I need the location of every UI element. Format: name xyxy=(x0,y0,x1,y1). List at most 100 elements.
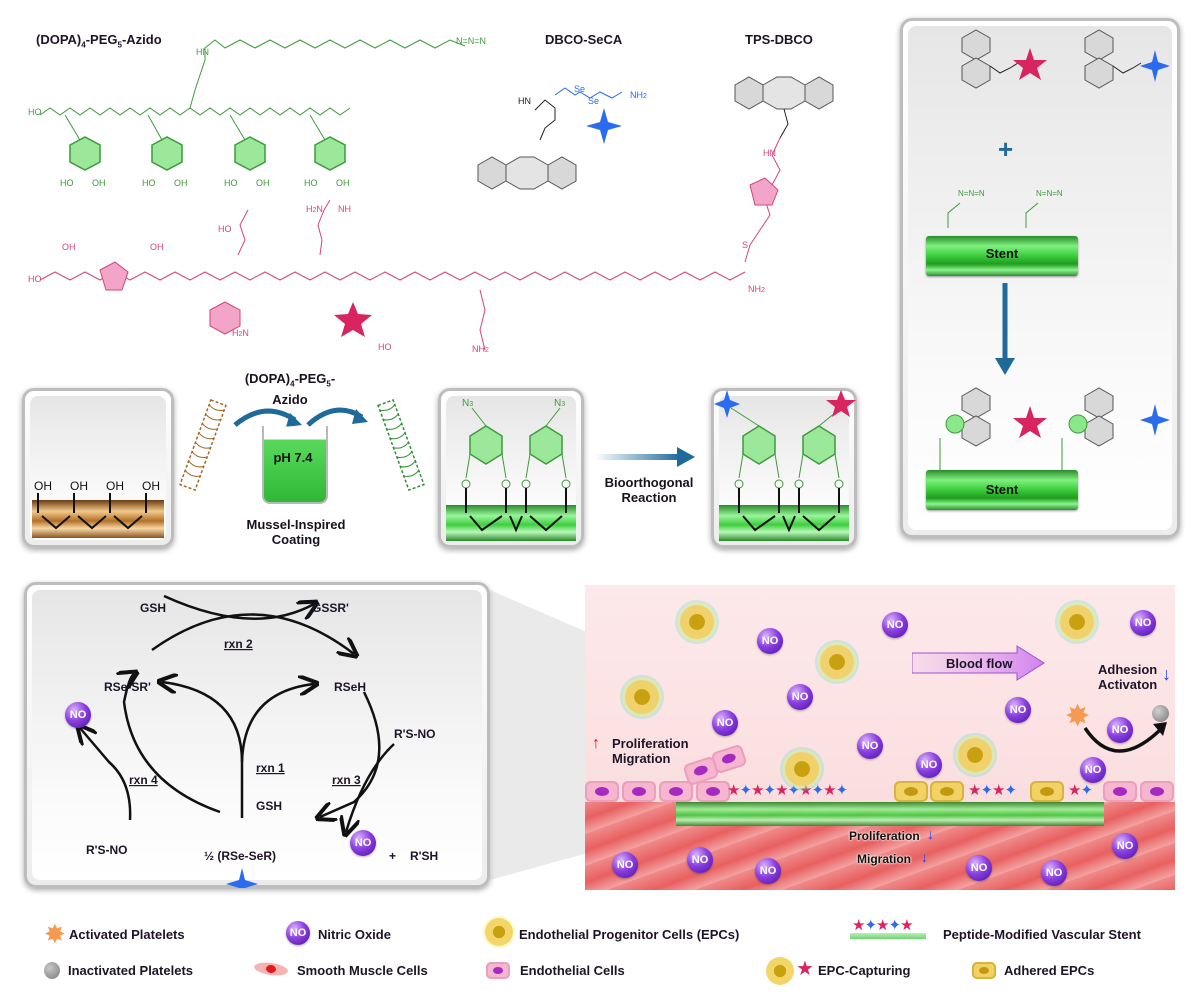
legend-label: Adhered EPCs xyxy=(1004,963,1095,978)
adhesion-activation-label: Adhesion Activaton xyxy=(1098,662,1157,692)
cycle-rxn2: rxn 2 xyxy=(224,637,253,651)
reagent-label-line1: (DOPA)4-PEG5- xyxy=(244,371,336,389)
adhered-epc-icon xyxy=(972,962,996,979)
svg-text:HO: HO xyxy=(378,342,392,352)
blue-star-icon xyxy=(1140,50,1170,82)
nitric-oxide-icon: NO xyxy=(1041,860,1067,886)
nitric-oxide-icon: NO xyxy=(755,858,781,884)
coating-label-line2: Coating xyxy=(271,532,321,547)
tps-dbco-structure: HN S NH2 xyxy=(734,76,834,294)
increase-arrow-icon: ↑ xyxy=(592,735,600,752)
catechol-ring xyxy=(151,136,183,171)
nitric-oxide-icon: NO xyxy=(1080,757,1106,783)
cycle-gssr: GSSR' xyxy=(312,601,349,615)
proliferation-migration-up: Proliferation Migration xyxy=(612,736,689,766)
svg-text:HO: HO xyxy=(28,107,42,117)
legend-label: Peptide-Modified Vascular Stent xyxy=(943,927,1141,942)
nitric-oxide-icon: NO xyxy=(787,684,813,710)
svg-text:HN: HN xyxy=(196,47,209,57)
legend-label: Smooth Muscle Cells xyxy=(297,963,428,978)
migration-up-label: Migration xyxy=(612,751,671,766)
down-arrow-icon xyxy=(995,358,1015,375)
blood-flow-label: Blood flow xyxy=(946,656,1013,671)
reagent-label: (DOPA)4-PEG5- Azido xyxy=(230,371,350,407)
stent-modified xyxy=(926,470,1078,510)
epc-cell xyxy=(1060,605,1094,639)
svg-text:HO: HO xyxy=(142,178,156,188)
coated-stent-icon xyxy=(377,399,425,491)
cycle-gsh-mid: GSH xyxy=(256,799,282,813)
peptide-stent-icon: ★✦★✦★ xyxy=(852,917,914,934)
legend-label: Activated Platelets xyxy=(69,927,185,942)
svg-text:S: S xyxy=(742,240,748,250)
svg-text:OH: OH xyxy=(62,242,76,252)
epc-cell xyxy=(820,645,854,679)
dbco-seca-title: DBCO-SeCA xyxy=(545,32,623,47)
svg-text:HN: HN xyxy=(763,148,776,158)
decrease-arrow-icon: ↓ xyxy=(921,849,928,865)
cycle-gsh-top: GSH xyxy=(140,601,166,615)
stent-label-bottom: Stent xyxy=(985,482,1019,497)
cycle-rse-ser: ½ (RSe-SeR) xyxy=(204,849,276,863)
bioorthogonal-arrow xyxy=(595,447,695,467)
nitric-oxide-icon: NO xyxy=(612,852,638,878)
peptide-markers-right: ★✦ xyxy=(1068,782,1093,799)
blue-star-icon xyxy=(714,390,740,418)
click-chemistry-panel xyxy=(900,18,1180,538)
pink-star-icon xyxy=(334,302,372,337)
cycle-rsno-right: R'S-NO xyxy=(394,727,436,741)
svg-text:NH2: NH2 xyxy=(630,90,647,100)
nitric-oxide-icon: NO xyxy=(1107,717,1133,743)
reagent-label-line2: Azido xyxy=(272,391,308,407)
peptide-stent-bar xyxy=(850,933,926,939)
adhesion-label: Adhesion xyxy=(1098,662,1158,677)
svg-text:OH: OH xyxy=(174,178,188,188)
svg-text:OH: OH xyxy=(336,178,350,188)
endothelial-cell xyxy=(622,781,656,802)
tps-peptide-structure: HO OH OH HO H2N NH H2N HO NH2 xyxy=(28,199,746,354)
nitric-oxide-icon: NO xyxy=(1130,610,1156,636)
tps-dbco-title: TPS-DBCO xyxy=(745,32,813,47)
svg-text:HN: HN xyxy=(518,96,531,106)
dopa-peg-azido-title: (DOPA)4-PEG5-Azido xyxy=(36,32,162,50)
activated-platelet-icon: ✸ xyxy=(1065,700,1091,733)
activation-label: Activaton xyxy=(1098,677,1158,692)
implanted-stent xyxy=(676,802,1104,826)
pink-star-icon xyxy=(1013,48,1047,80)
nitric-oxide-icon: NO xyxy=(65,702,91,728)
cycle-rseh: RSeH xyxy=(334,680,366,694)
nitric-oxide-icon: NO xyxy=(916,752,942,778)
endothelial-cell xyxy=(585,781,619,802)
oh-group: OH xyxy=(70,479,88,493)
peptide-markers-left: ★✦★✦★✦★✦★✦ xyxy=(727,782,848,799)
decrease-arrow-icon: ↓ xyxy=(1162,664,1171,684)
svg-text:NH2: NH2 xyxy=(748,284,765,294)
proliferation-up-label: Proliferation xyxy=(612,736,689,751)
cycle-rsh: R'SH xyxy=(410,849,438,863)
nitric-oxide-icon: NO xyxy=(286,921,310,945)
bare-stent-icon xyxy=(179,399,227,491)
svg-text:N=N=N: N=N=N xyxy=(1036,189,1063,198)
nitric-oxide-icon: NO xyxy=(857,733,883,759)
decrease-arrow-icon: ↓ xyxy=(927,826,934,842)
coating-label-line1: Mussel-Inspired xyxy=(246,517,346,532)
blood-flow-arrow xyxy=(912,645,1045,681)
legend-label: Inactivated Platelets xyxy=(68,963,193,978)
svg-text:NH2: NH2 xyxy=(472,344,489,354)
endothelial-cell xyxy=(659,781,693,802)
endothelial-cell xyxy=(696,781,730,802)
blue-star-icon xyxy=(586,108,622,144)
selenium-cycle-panel xyxy=(24,582,490,888)
cycle-rxn4: rxn 4 xyxy=(129,773,158,787)
epc-capturing-icon xyxy=(766,957,794,985)
selenium-catalytic-cycle: GSH GSSR' rxn 2 RSe-SR' RSeH R'S-NO rxn … xyxy=(24,594,438,888)
azide-label: N=N=N xyxy=(456,36,486,46)
svg-text:N3: N3 xyxy=(554,398,565,409)
pink-star-icon xyxy=(826,390,856,417)
svg-text:HO: HO xyxy=(60,178,74,188)
beaker-ph-label: pH 7.4 xyxy=(273,450,313,465)
svg-text:HO: HO xyxy=(224,178,238,188)
endothelial-cell-icon xyxy=(486,962,510,979)
